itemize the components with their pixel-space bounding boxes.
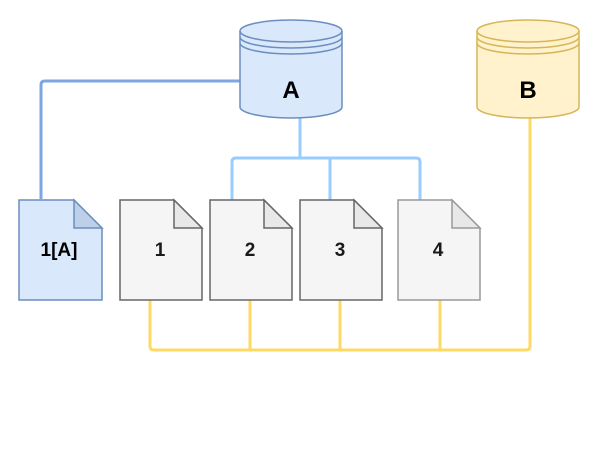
node-doc-1: 1	[119, 198, 204, 301]
doc-2-fold	[263, 198, 294, 229]
node-doc-4: 4	[397, 198, 482, 301]
cylinder-b-disk-lines	[476, 30, 580, 55]
connector-b-to-docs	[148, 117, 532, 352]
doc-3-label: 3	[335, 240, 346, 261]
cylinder-b-body	[476, 19, 580, 119]
connector-a-to-doc1a	[39, 79, 240, 199]
doc-1-label: 1	[155, 240, 166, 261]
cylinder-b-label: B	[519, 77, 536, 104]
doc-3-fold	[353, 198, 384, 229]
doc-1a-fold	[73, 198, 104, 229]
node-doc-2: 2	[209, 198, 294, 301]
node-doc-1a: 1[A]	[18, 198, 104, 301]
node-cylinder-b: B	[476, 19, 580, 119]
node-cylinder-a: A	[239, 19, 343, 119]
doc-4-fold	[451, 198, 482, 229]
doc-4-label: 4	[433, 240, 444, 261]
doc-2-label: 2	[245, 240, 256, 261]
doc-1-fold	[173, 198, 204, 229]
cylinder-a-disk-lines	[239, 30, 343, 55]
connector-a-branch-outer	[230, 156, 422, 200]
cylinder-a-body	[239, 19, 343, 119]
connector-a-to-docs	[230, 117, 422, 200]
cylinder-a-label: A	[282, 77, 299, 104]
connector-a-to-doc1a-line	[39, 79, 240, 199]
doc-1a-label: 1[A]	[41, 240, 78, 261]
node-doc-3: 3	[299, 198, 384, 301]
